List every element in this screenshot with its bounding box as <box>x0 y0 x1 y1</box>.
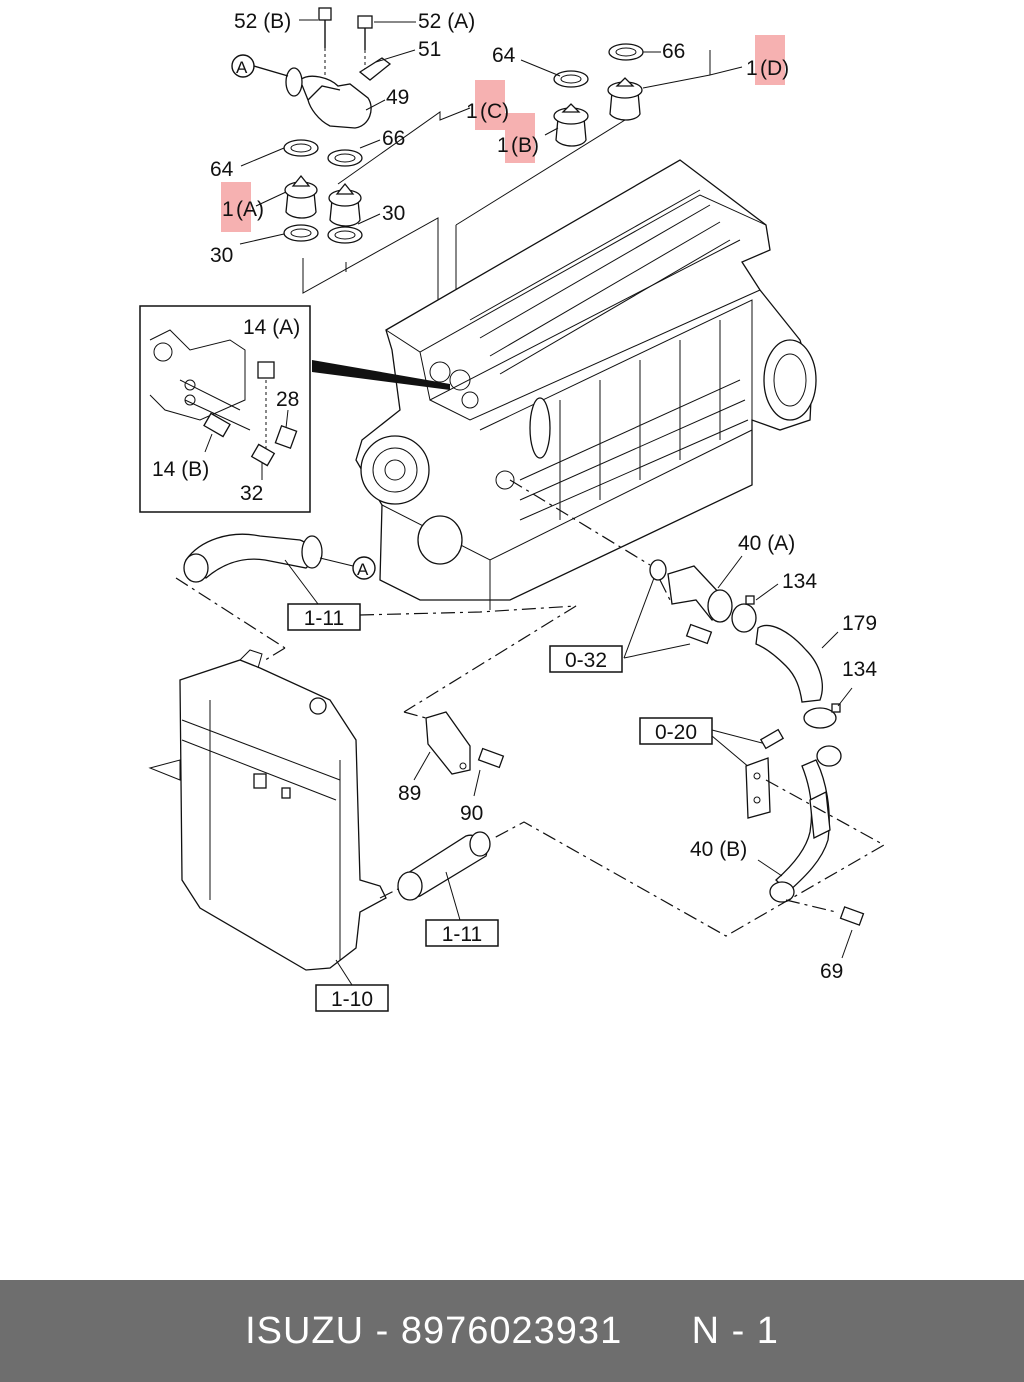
label-49: 49 <box>386 86 409 109</box>
thermostat-1a-icon <box>284 174 318 219</box>
label-1d-num: 1 <box>746 57 758 80</box>
label-90: 90 <box>460 802 483 825</box>
ref-box-0-32 <box>549 645 623 673</box>
label-69: 69 <box>820 960 843 983</box>
water-pipe-40a-icon <box>667 565 733 623</box>
ref-box-1-11-lower <box>425 919 499 947</box>
label-66-left: 66 <box>382 127 405 150</box>
label-1b-tag: (B) <box>511 134 539 157</box>
ref-box-1-11-upper-label: 1-11 <box>304 607 344 630</box>
highlight-1c <box>475 80 505 130</box>
ref-box-1-11-upper <box>287 603 361 631</box>
footer-part-number: 8976023931 <box>400 1309 623 1352</box>
gasket-64-left-icon <box>283 139 319 157</box>
ref-box-1-11-lower-label: 1-11 <box>442 923 482 946</box>
plug-28-icon <box>274 424 298 450</box>
highlight-1d <box>755 35 785 85</box>
bolt-90-icon <box>477 747 505 769</box>
clamp-134-top-icon <box>731 595 757 633</box>
label-52a: 52 (A) <box>418 10 475 33</box>
label-ref-a-lower: A <box>357 560 369 579</box>
label-1a-tag: (A) <box>236 198 264 221</box>
label-14a: 14 (A) <box>243 316 300 339</box>
label-30-right: 30 <box>382 202 405 225</box>
label-51: 51 <box>418 38 441 61</box>
label-89: 89 <box>398 782 421 805</box>
gasket-0-32-icon <box>649 559 667 581</box>
footer-page: N - 1 <box>691 1309 779 1352</box>
bolt-0-32-icon <box>685 623 713 645</box>
gasket-66-top-icon <box>608 43 644 61</box>
thermostat-housing-group <box>231 7 743 380</box>
ref-box-0-32-label: 0-32 <box>565 649 607 672</box>
clamp-134-bottom-icon <box>803 703 841 729</box>
ref-box-1-10-label: 1-10 <box>331 988 373 1011</box>
gasket-30-right-icon <box>327 226 363 244</box>
label-134-top: 134 <box>782 570 817 593</box>
thermostat-1d-icon <box>607 77 643 121</box>
highlight-1a <box>221 182 251 232</box>
inset-pointer <box>312 360 450 390</box>
radiator-icon <box>148 649 387 971</box>
label-14b: 14 (B) <box>152 458 209 481</box>
gasket-30-left-icon <box>283 224 319 242</box>
bracket-0-20-icon <box>745 757 771 819</box>
label-134-bottom: 134 <box>842 658 877 681</box>
drain-plug-14a-icon <box>257 361 275 379</box>
gasket-66-left-icon <box>327 149 363 167</box>
label-ref-a-upper: A <box>236 58 248 77</box>
bolt-52b-icon <box>318 7 332 80</box>
hose-179-icon <box>755 624 823 703</box>
engine-block-icon <box>355 159 817 610</box>
bolt-52a-icon <box>357 15 373 72</box>
label-52b: 52 (B) <box>234 10 291 33</box>
lower-hose-icon <box>397 831 491 901</box>
footer-bar: ISUZU - 8976023931 N - 1 <box>0 1280 1024 1382</box>
label-1c-num: 1 <box>466 100 478 123</box>
bolt-0-20-icon <box>759 728 785 750</box>
ref-box-0-20-label: 0-20 <box>655 721 697 744</box>
upper-hose-icon <box>183 533 323 583</box>
label-66-top: 66 <box>662 40 685 63</box>
thermostat-1b-icon <box>553 103 589 147</box>
label-179: 179 <box>842 612 877 635</box>
drain-plug-inset <box>139 305 311 513</box>
bolt-69-icon <box>839 906 865 926</box>
ref-box-0-20 <box>639 717 713 745</box>
label-1b-num: 1 <box>497 134 509 157</box>
footer-brand: ISUZU <box>245 1309 365 1352</box>
water-pipe-40b-icon <box>769 745 842 903</box>
parts-diagram: 52 (B) 52 (A) 51 49 64 66 1 (D) 1 (C) 1 … <box>139 7 886 1012</box>
bracket-89-icon <box>425 711 471 775</box>
label-1c-tag: (C) <box>480 100 509 123</box>
gasket-64-top-icon <box>553 70 589 88</box>
label-40b: 40 (B) <box>690 838 747 861</box>
label-40a: 40 (A) <box>738 532 795 555</box>
ref-circle-a-lower <box>352 556 376 580</box>
plug-32-icon <box>250 443 276 467</box>
label-1a-num: 1 <box>222 198 234 221</box>
label-30-left: 30 <box>210 244 233 267</box>
thermostat-1c-icon <box>328 182 362 227</box>
label-64-top: 64 <box>492 44 516 67</box>
label-1d-tag: (D) <box>760 57 789 80</box>
highlight-1b <box>505 113 535 163</box>
drain-plug-14b-icon <box>203 412 231 438</box>
label-28: 28 <box>276 388 299 411</box>
bracket-51-icon <box>358 57 392 81</box>
label-32: 32 <box>240 482 263 505</box>
ref-box-1-10 <box>315 984 389 1012</box>
label-64-left: 64 <box>210 158 234 181</box>
footer-separator: - <box>375 1309 390 1352</box>
water-outlet-49-icon <box>285 67 372 129</box>
